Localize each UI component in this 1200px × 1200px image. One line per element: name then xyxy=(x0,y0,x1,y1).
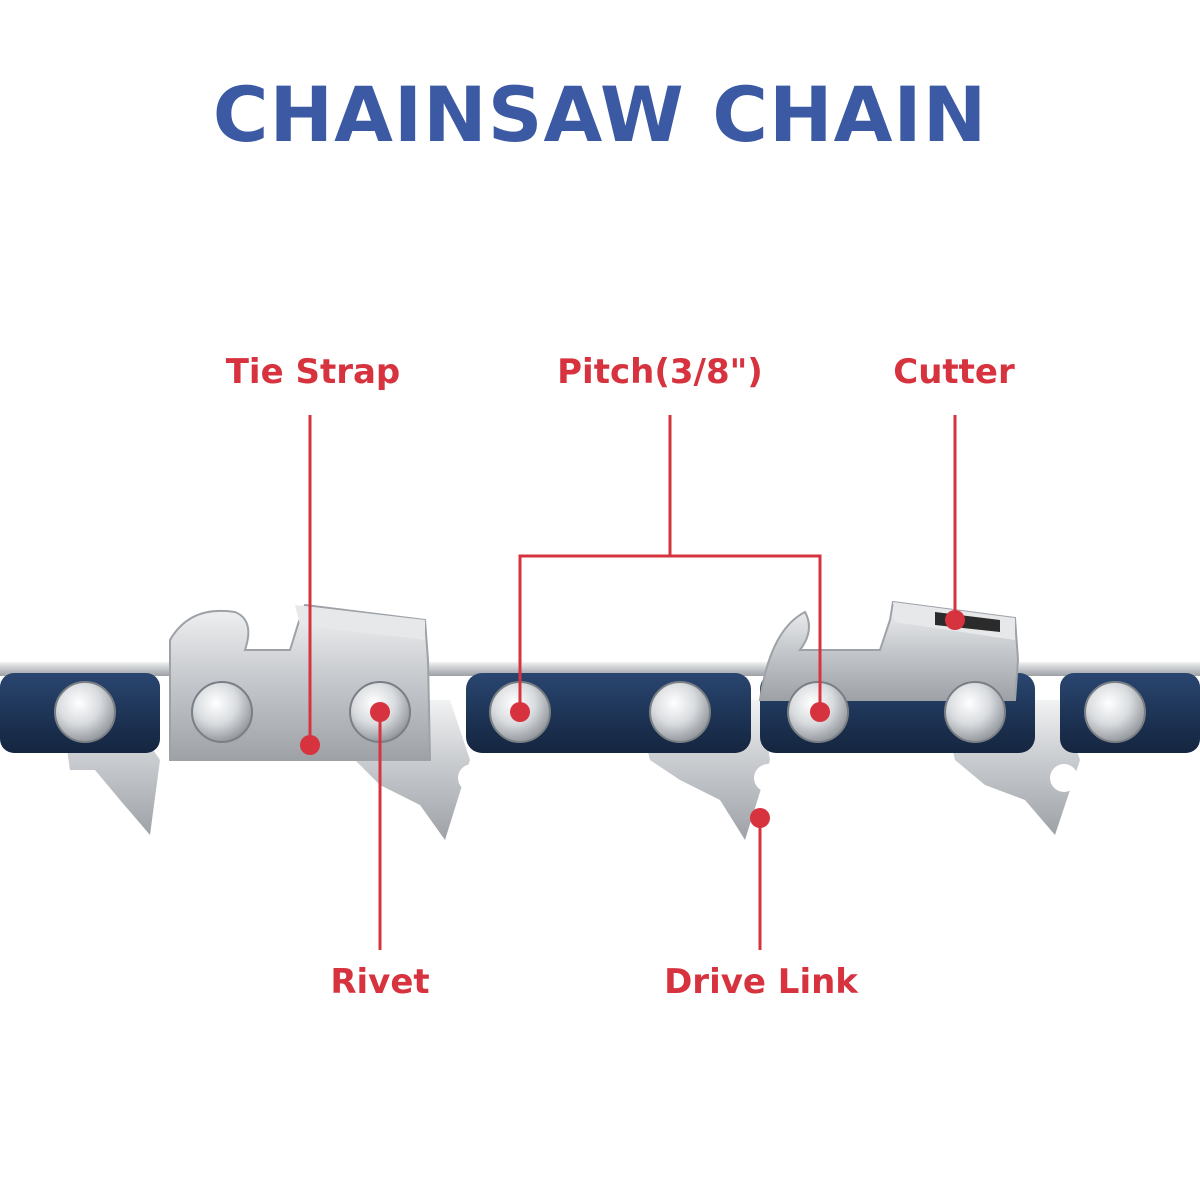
drive-link-hole xyxy=(458,764,486,792)
drive-link-hole xyxy=(162,764,190,792)
pitch-label: Pitch(3/8") xyxy=(557,352,763,392)
diagram-title: CHAINSAW CHAIN xyxy=(212,70,988,159)
rivet xyxy=(649,681,711,743)
drive-link-label: Drive Link xyxy=(664,962,858,1002)
tie-strap-dot xyxy=(300,735,320,755)
callout-lines xyxy=(308,415,957,950)
callout-dots xyxy=(300,610,965,828)
drive-link-dot xyxy=(750,808,770,828)
rivet-dot xyxy=(370,702,390,722)
drive-link-hole xyxy=(1050,764,1078,792)
rivet xyxy=(944,681,1006,743)
rivet xyxy=(1084,681,1146,743)
pitch-dot-right xyxy=(810,702,830,722)
tie-strap-label: Tie Strap xyxy=(225,352,401,392)
pitch-dot-left xyxy=(510,702,530,722)
cutter-dot xyxy=(945,610,965,630)
cutter-label: Cutter xyxy=(893,352,1015,392)
rivet xyxy=(54,681,116,743)
drive-link-hole xyxy=(754,764,782,792)
pitch-bracket xyxy=(518,554,822,712)
rivet xyxy=(191,681,253,743)
rivet-label: Rivet xyxy=(330,962,430,1002)
rivets xyxy=(54,681,1146,743)
